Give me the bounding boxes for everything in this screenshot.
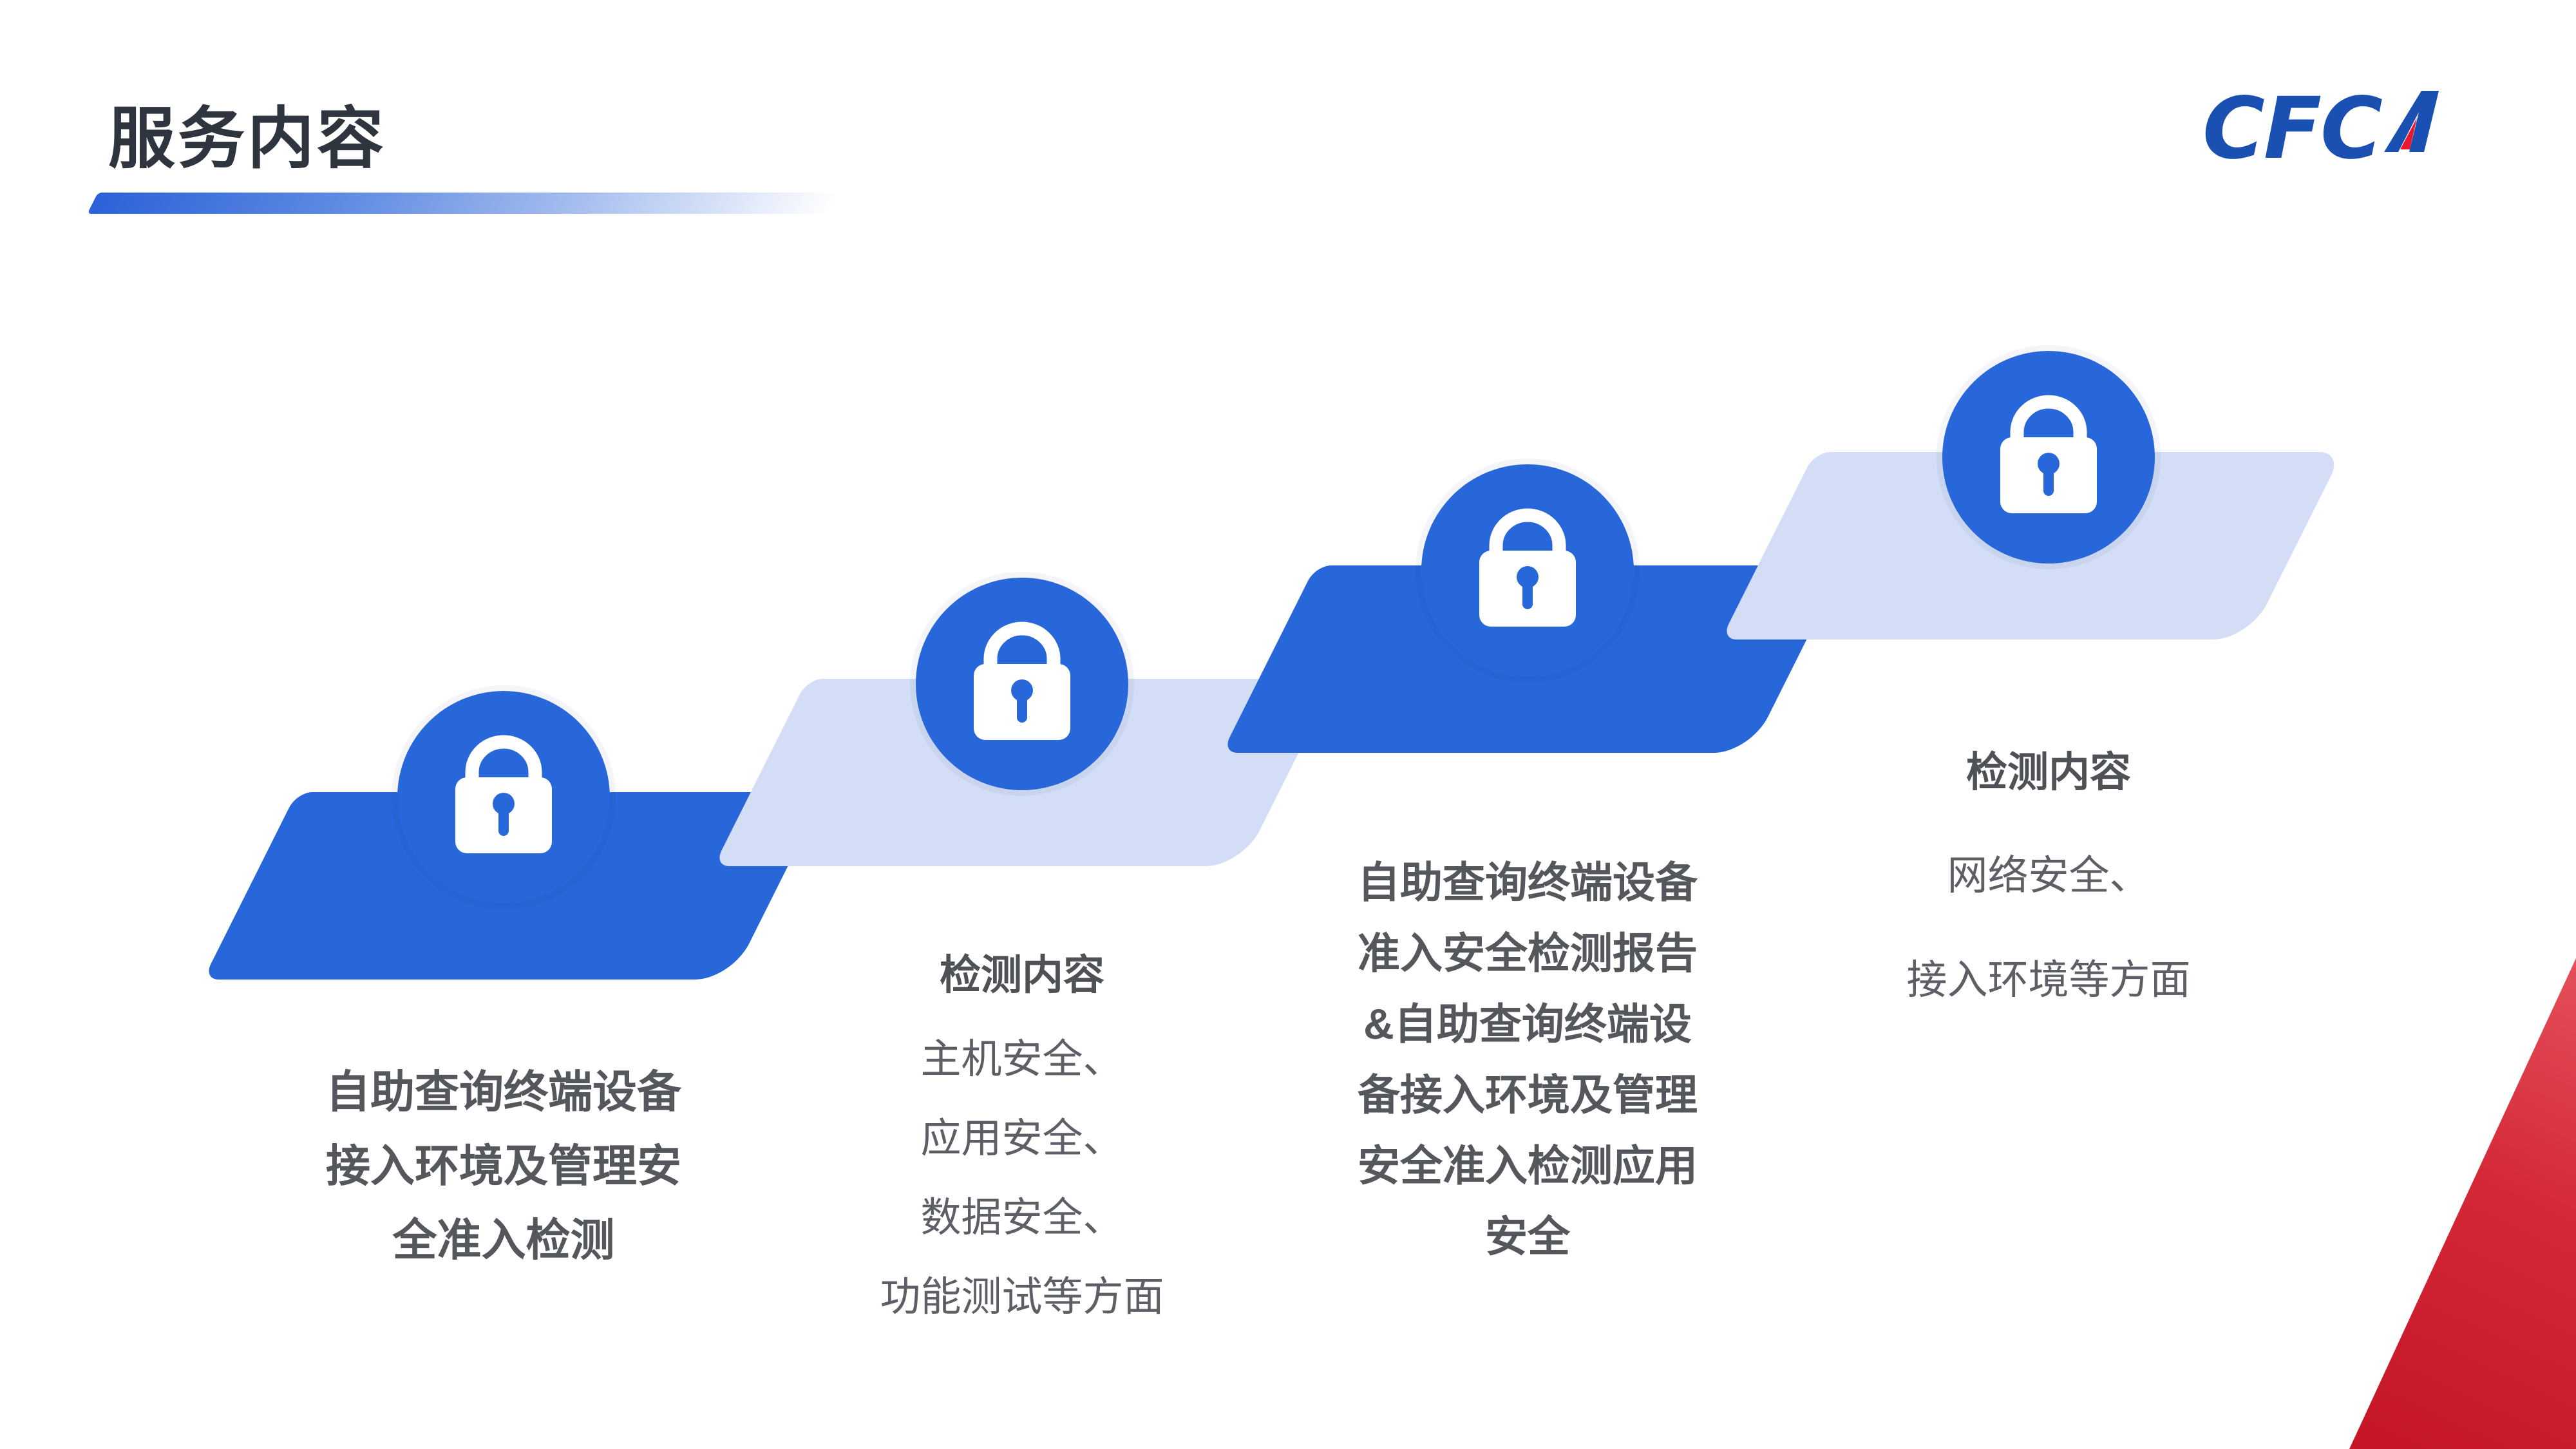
- step1-icon-circle: [397, 691, 610, 904]
- step-text-line: 备接入环境及管理: [1358, 1071, 1698, 1119]
- step-text-line: 接入环境等方面: [1906, 958, 2191, 1003]
- step4-text: 网络安全、 接入环境等方面: [1759, 824, 2338, 1032]
- cfca-logo: CFC: [2202, 81, 2448, 171]
- lock-icon: [1479, 508, 1576, 627]
- step-text-line: 全准入检测: [392, 1215, 615, 1265]
- step4-icon-circle: [1942, 351, 2155, 564]
- step-text-line: 自助查询终端设备: [1358, 858, 1698, 906]
- step-text-line: 数据安全、: [920, 1195, 1124, 1240]
- step3-icon-circle: [1421, 464, 1634, 677]
- step-text-line: 应用安全、: [920, 1116, 1124, 1161]
- step3-text: 自助查询终端设备 准入安全检测报告 &自助查询终端设 备接入环境及管理 安全准入…: [1238, 847, 1817, 1272]
- step-text-line: 主机安全、: [920, 1037, 1124, 1082]
- step-heading-label: 检测内容: [1966, 749, 2131, 795]
- step-text-line: 接入环境及管理安: [326, 1141, 681, 1191]
- cfca-logo-text: CFC: [2202, 79, 2383, 178]
- step2-heading: 检测内容: [732, 940, 1312, 1010]
- corner-red-triangle: [2349, 958, 2576, 1449]
- cfca-logo-letter-a-icon: [2383, 91, 2439, 152]
- page-title: 服务内容: [108, 102, 387, 176]
- lock-icon: [2000, 395, 2097, 513]
- step4-heading: 检测内容: [1759, 737, 2338, 808]
- lock-icon: [455, 735, 552, 853]
- step-text-line: 安全: [1485, 1213, 1570, 1260]
- step2-icon-circle: [916, 578, 1128, 790]
- step-text-line: 功能测试等方面: [880, 1274, 1164, 1320]
- step-text-line: 网络安全、: [1947, 853, 2150, 898]
- step-text-line: &自助查询终端设: [1363, 1000, 1692, 1048]
- lock-icon: [974, 621, 1070, 740]
- step1-text: 自助查询终端设备 接入环境及管理安 全准入检测: [214, 1055, 793, 1277]
- step-text-line: 准入安全检测报告: [1358, 929, 1698, 977]
- title-underline-bar: [87, 193, 922, 214]
- step-text-line: 安全准入检测应用: [1358, 1142, 1698, 1189]
- step-heading-label: 检测内容: [940, 952, 1104, 998]
- step2-text: 主机安全、 应用安全、 数据安全、 功能测试等方面: [732, 1020, 1312, 1337]
- step-text-line: 自助查询终端设备: [326, 1067, 681, 1117]
